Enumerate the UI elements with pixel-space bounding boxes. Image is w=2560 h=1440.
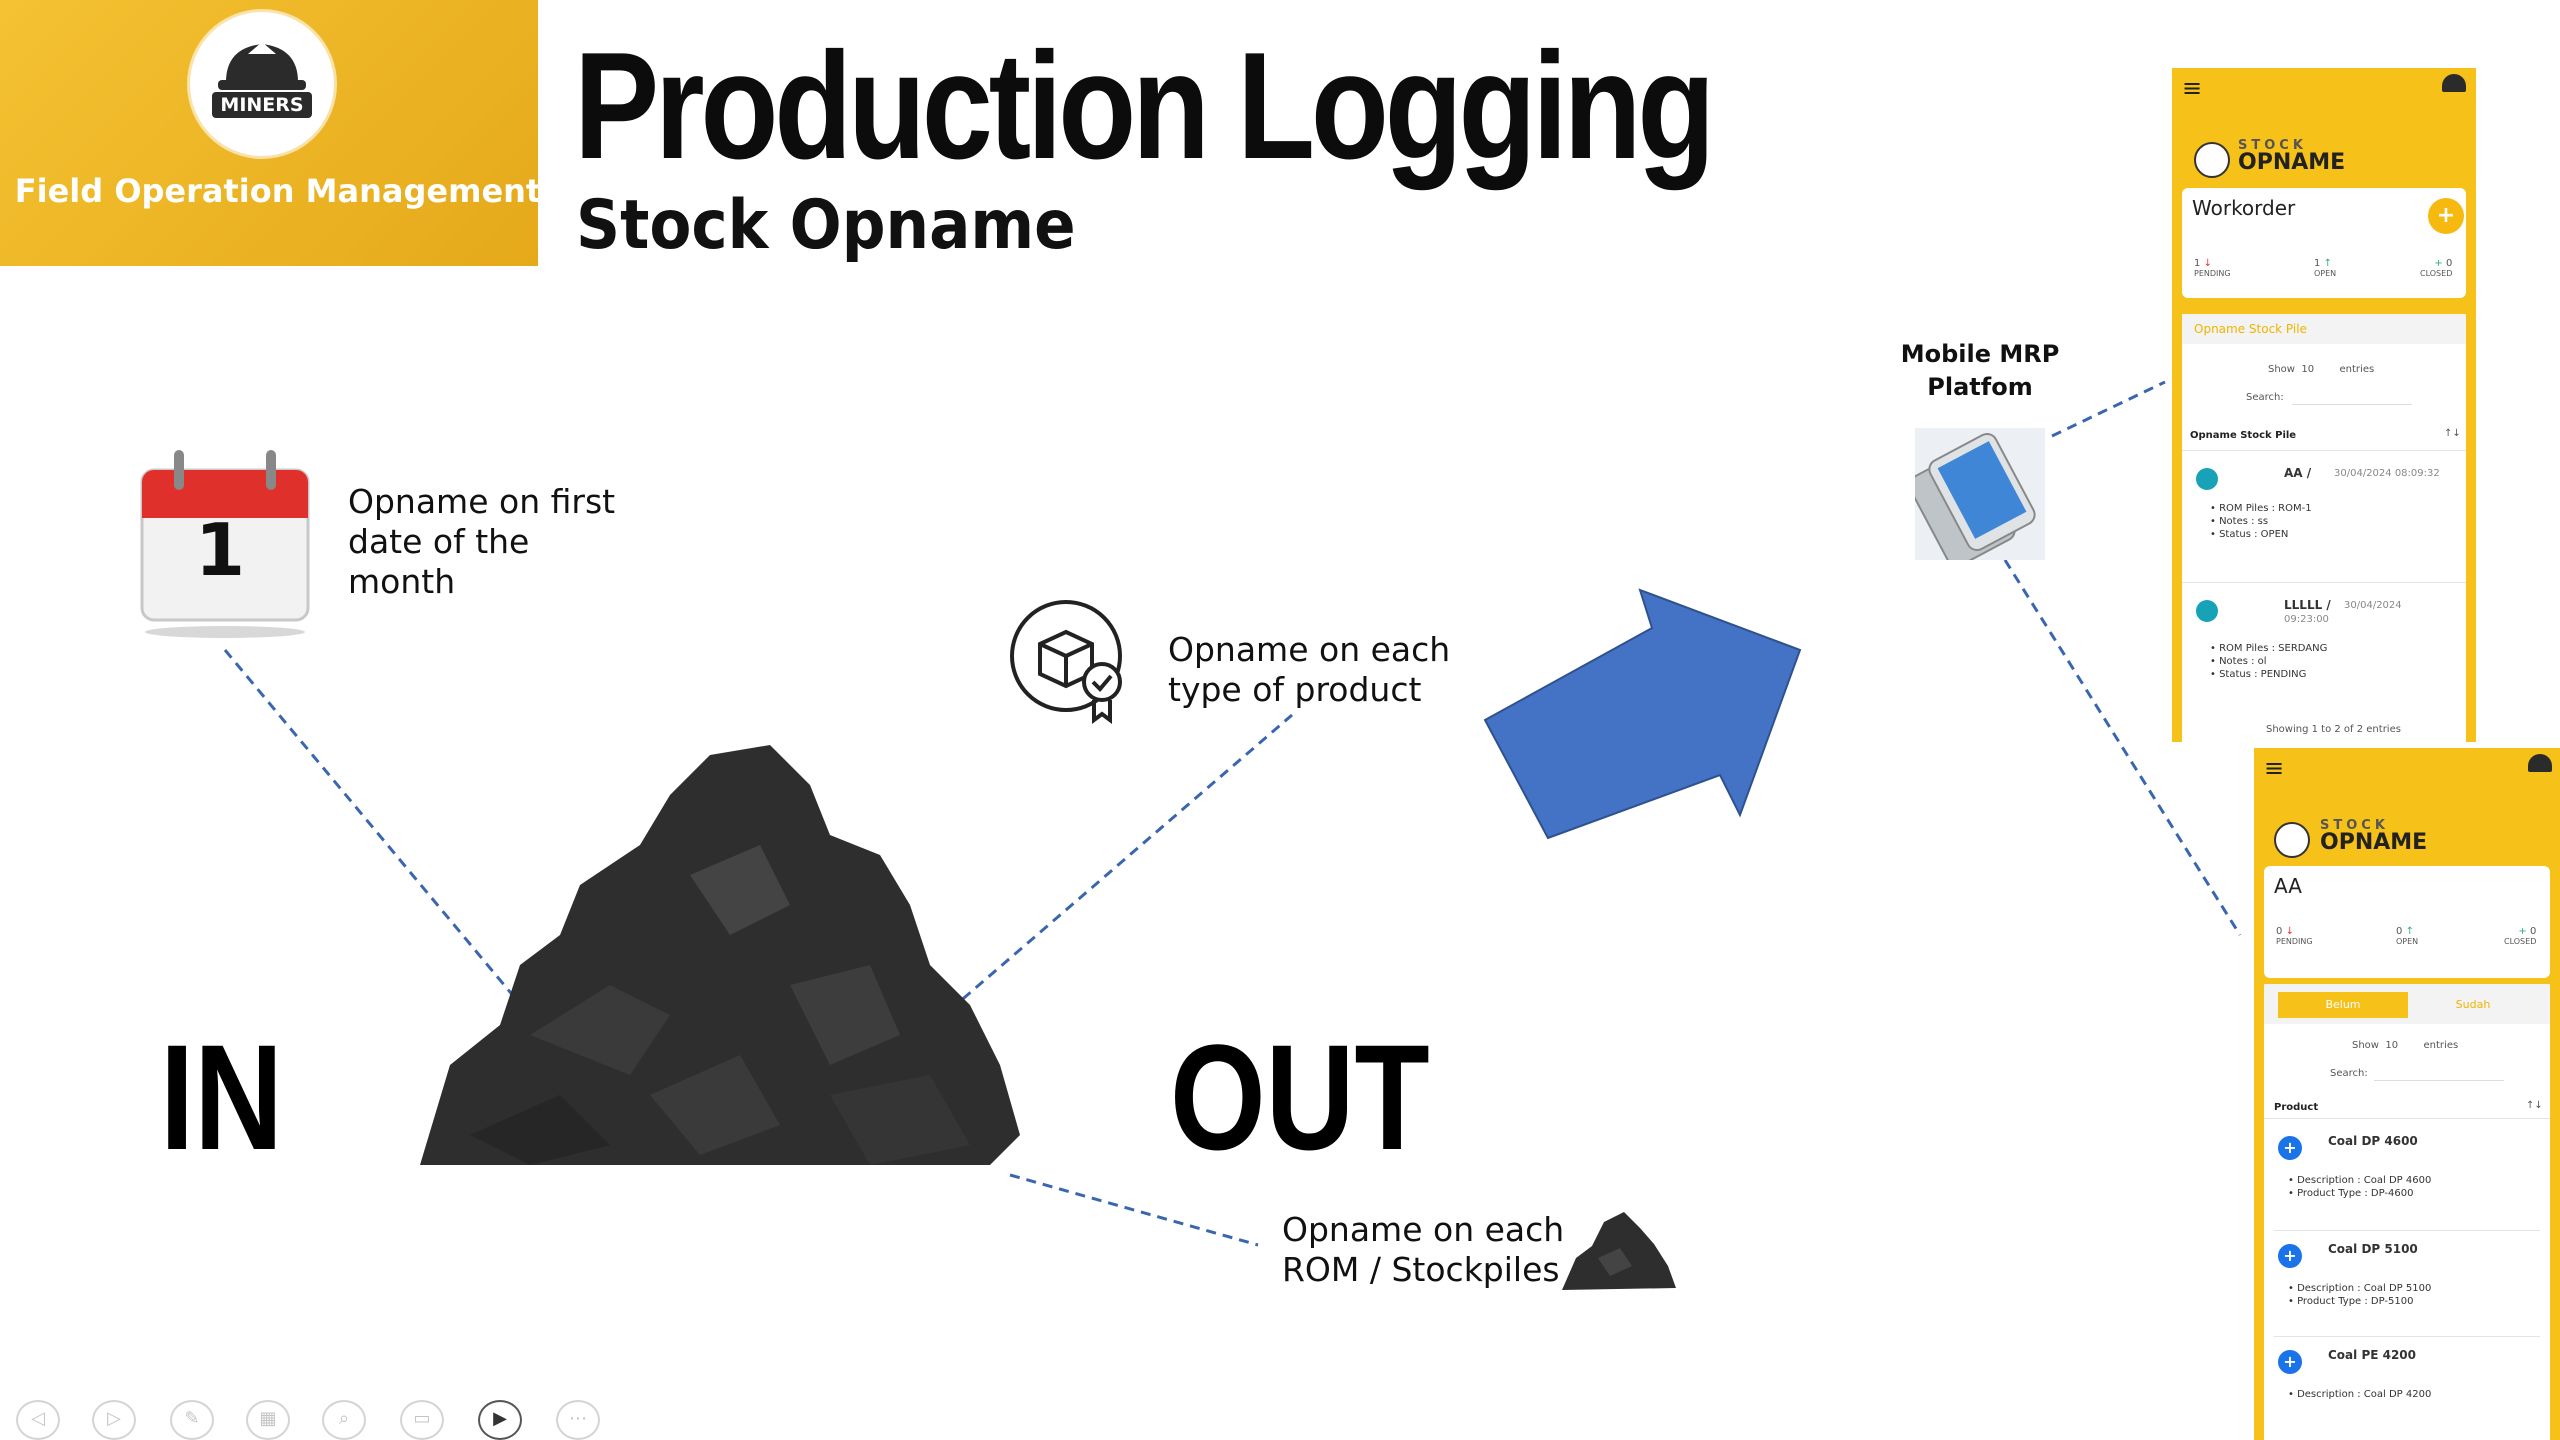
show-entries: Show 10 entries xyxy=(2268,364,2375,375)
coal-pile-image xyxy=(410,735,1030,1175)
brand-subtitle: Field Operation Management xyxy=(14,172,542,210)
opname-logo-icon xyxy=(2274,822,2310,858)
phone-mockup-1: ≡ STOCK OPNAME Workorder + 1 ↓ PENDING 1… xyxy=(2172,68,2476,742)
previous-slide-button[interactable]: ◁ xyxy=(16,1400,60,1440)
helmet-icon xyxy=(2442,74,2466,92)
menu-icon[interactable]: ≡ xyxy=(2264,754,2285,782)
card-title: Workorder xyxy=(2192,196,2296,220)
search-input[interactable] xyxy=(2292,404,2412,405)
product-summary-card: AA 0 ↓ PENDING 0 ↑ OPEN + 0 CLOSED xyxy=(2264,866,2550,978)
miners-logo xyxy=(190,12,334,156)
product-list-card: Belum Sudah Show 10 entries Search: Prod… xyxy=(2264,984,2550,1440)
entries-footer: Showing 1 to 2 of 2 entries xyxy=(2266,724,2401,735)
card-title: AA xyxy=(2274,874,2302,898)
add-product-icon[interactable]: + xyxy=(2278,1136,2302,1160)
stockpile-list-card: Opname Stock Pile Show 10 entries Search… xyxy=(2182,314,2466,742)
small-coal-icon xyxy=(1558,1208,1678,1294)
count-closed: + 0 CLOSED xyxy=(2420,258,2453,278)
caption-stockpile: Opname on each ROM / Stockpiles xyxy=(1282,1210,1565,1289)
add-product-icon[interactable]: + xyxy=(2278,1350,2302,1374)
count-open: 0 ↑ OPEN xyxy=(2396,926,2419,946)
product-check-icon xyxy=(1010,600,1130,728)
caption-product: Opname on each type of product xyxy=(1168,630,1451,709)
menu-icon[interactable]: ≡ xyxy=(2182,74,2203,102)
platform-label: Mobile MRP Platfom xyxy=(1900,340,2060,401)
sort-icon[interactable]: ↑↓ xyxy=(2526,1100,2543,1111)
edit-icon[interactable] xyxy=(2196,468,2218,490)
table-header: Opname Stock Pile xyxy=(2190,430,2297,441)
brand-small: STOCK xyxy=(2320,818,2389,833)
show-select[interactable]: 10 xyxy=(2385,1040,2399,1051)
tab-belum[interactable]: Belum xyxy=(2278,992,2408,1018)
opname-logo-icon xyxy=(2194,142,2230,178)
show-select[interactable]: 10 xyxy=(2301,364,2315,375)
camera-icon[interactable]: ▶ xyxy=(478,1400,522,1440)
next-slide-button[interactable]: ▷ xyxy=(92,1400,136,1440)
sort-icon[interactable]: ↑↓ xyxy=(2444,428,2461,439)
helmet-icon xyxy=(218,42,306,90)
logo-text: MINERS xyxy=(212,92,312,118)
tab-sudah[interactable]: Sudah xyxy=(2455,998,2491,1011)
zoom-icon[interactable]: ⌕ xyxy=(322,1400,366,1440)
page-subtitle: Stock Opname xyxy=(576,186,1076,265)
count-closed: + 0 CLOSED xyxy=(2504,926,2537,946)
search-input[interactable] xyxy=(2374,1080,2504,1081)
see-all-slides-icon[interactable]: ▦ xyxy=(246,1400,290,1440)
label-out: OUT xyxy=(1170,1013,1430,1181)
helmet-icon xyxy=(2528,754,2552,772)
search-label: Search: xyxy=(2246,392,2284,403)
flow-arrow xyxy=(1483,588,1802,840)
edit-icon[interactable] xyxy=(2196,600,2218,622)
add-button[interactable]: + xyxy=(2428,198,2464,234)
section-title: Opname Stock Pile xyxy=(2194,322,2307,336)
count-pending: 0 ↓ PENDING xyxy=(2276,926,2313,946)
count-pending: 1 ↓ PENDING xyxy=(2194,258,2231,278)
phone-mockup-2: ≡ STOCK OPNAME AA 0 ↓ PENDING 0 ↑ OPEN +… xyxy=(2254,748,2560,1440)
show-entries: Show 10 entries xyxy=(2352,1040,2459,1051)
subtitles-icon[interactable]: ▭ xyxy=(400,1400,444,1440)
table-header: Product xyxy=(2274,1102,2319,1113)
calendar-icon xyxy=(130,440,320,640)
count-open: 1 ↑ OPEN xyxy=(2314,258,2337,278)
caption-first-date: Opname on first date of the month xyxy=(348,482,616,601)
pen-icon[interactable]: ✎ xyxy=(170,1400,214,1440)
brand-big: OPNAME xyxy=(2238,150,2346,175)
phone-devices-image xyxy=(1908,428,2045,567)
search-label: Search: xyxy=(2330,1068,2368,1079)
brand-small: STOCK xyxy=(2238,138,2307,153)
brand-big: OPNAME xyxy=(2320,830,2428,855)
calendar-day: 1 xyxy=(195,508,246,592)
more-options-icon[interactable]: ⋯ xyxy=(556,1400,600,1440)
workorder-card: Workorder + 1 ↓ PENDING 1 ↑ OPEN + 0 CLO… xyxy=(2182,188,2466,298)
add-product-icon[interactable]: + xyxy=(2278,1244,2302,1268)
page-title: Production Logging xyxy=(574,21,1715,191)
label-in: IN xyxy=(160,1013,283,1181)
